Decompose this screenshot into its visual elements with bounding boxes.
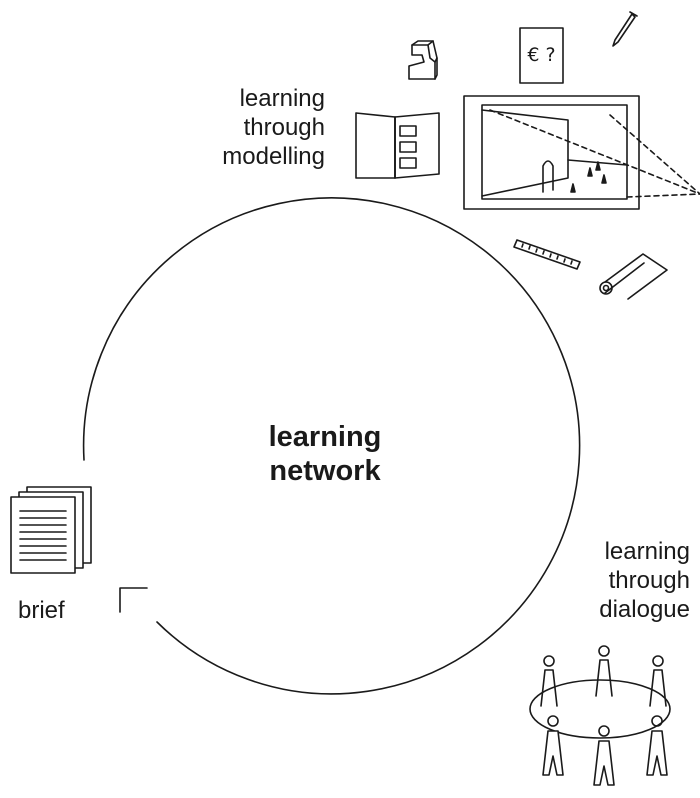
cycle-arrowhead — [119, 587, 148, 613]
dialogue-label-line2: through — [608, 567, 690, 594]
center-title-line2: network — [269, 455, 381, 487]
modelling-label-line3: modelling — [222, 143, 325, 170]
ruler-icon — [513, 239, 581, 270]
modelling-label-line2: through — [243, 114, 325, 141]
cost-card-label: € ? — [527, 44, 556, 66]
modelling-label: learning through modelling — [205, 84, 325, 171]
brief-label: brief — [18, 597, 65, 624]
cost-card-icon — [519, 27, 564, 84]
perspective-drawing-icon — [463, 95, 700, 210]
center-title-line1: learning — [268, 421, 382, 453]
dialogue-label: learning through dialogue — [570, 537, 690, 624]
center-title: learning network — [225, 420, 425, 488]
round-table-people-icon — [529, 645, 671, 786]
dialogue-label-line1: learning — [604, 538, 690, 565]
dialogue-label-line3: dialogue — [599, 596, 690, 623]
pencil-icon — [612, 11, 638, 47]
booklet-icon — [355, 112, 440, 179]
modelling-label-line1: learning — [239, 85, 325, 112]
paper-roll-icon — [599, 253, 668, 300]
model-block-icon — [408, 40, 438, 80]
cycle-arc — [82, 197, 581, 695]
paper-stack-icon — [10, 486, 92, 574]
